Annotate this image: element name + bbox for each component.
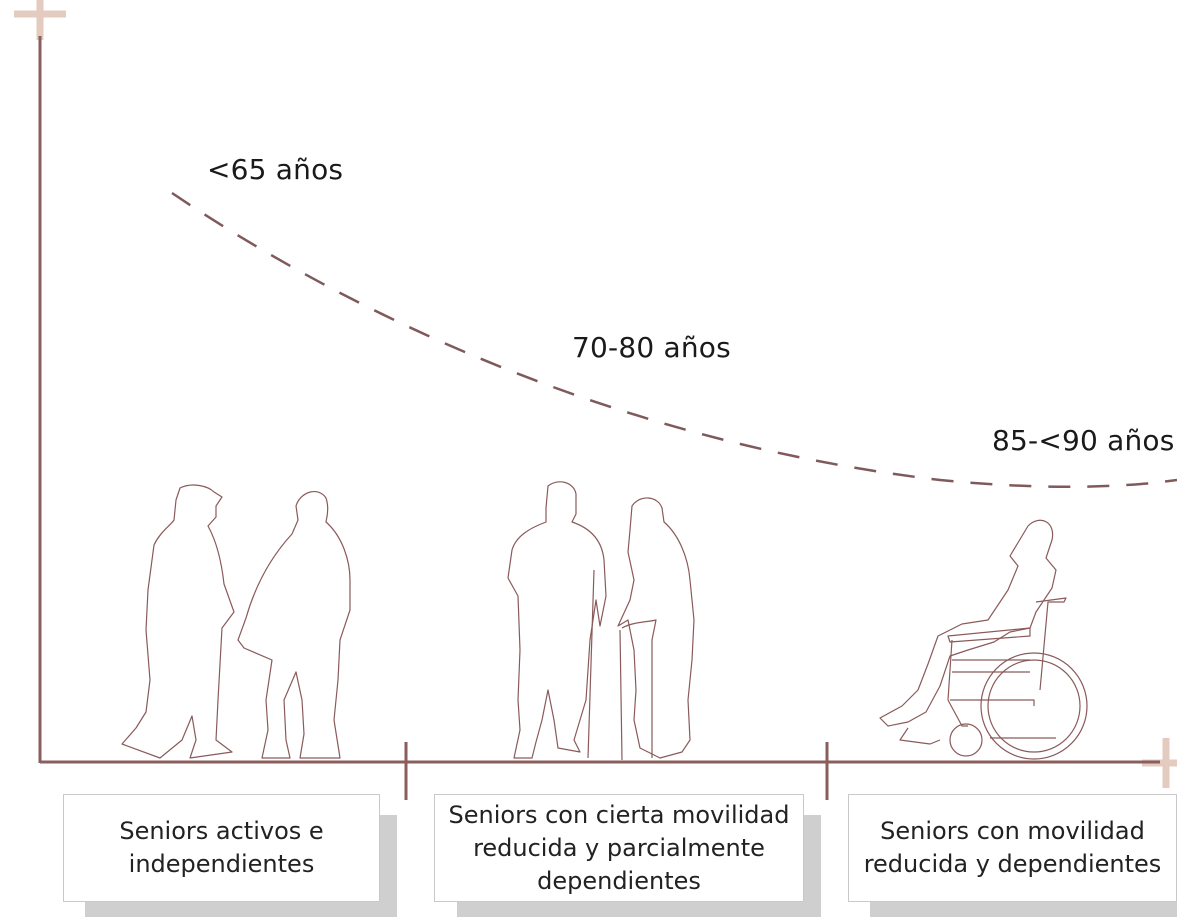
- seniors-with-canes-icon: [507, 481, 695, 761]
- category-box-2: Seniors con cierta movilidad reducida y …: [434, 794, 804, 902]
- age-trend-curve: [171, 191, 1177, 488]
- two-walking-seniors-icon: [121, 484, 351, 759]
- age-label-middle: 70-80 años: [572, 331, 731, 364]
- category-box-3: Seniors con movilidad reducida y dependi…: [848, 794, 1177, 902]
- senior-in-wheelchair-icon: [879, 519, 1088, 760]
- category-box-1: Seniors activos e independientes: [63, 794, 380, 902]
- age-label-old: 85-<90 años: [992, 424, 1175, 457]
- y-axis-cap: [14, 0, 66, 40]
- age-label-young: <65 años: [207, 153, 344, 186]
